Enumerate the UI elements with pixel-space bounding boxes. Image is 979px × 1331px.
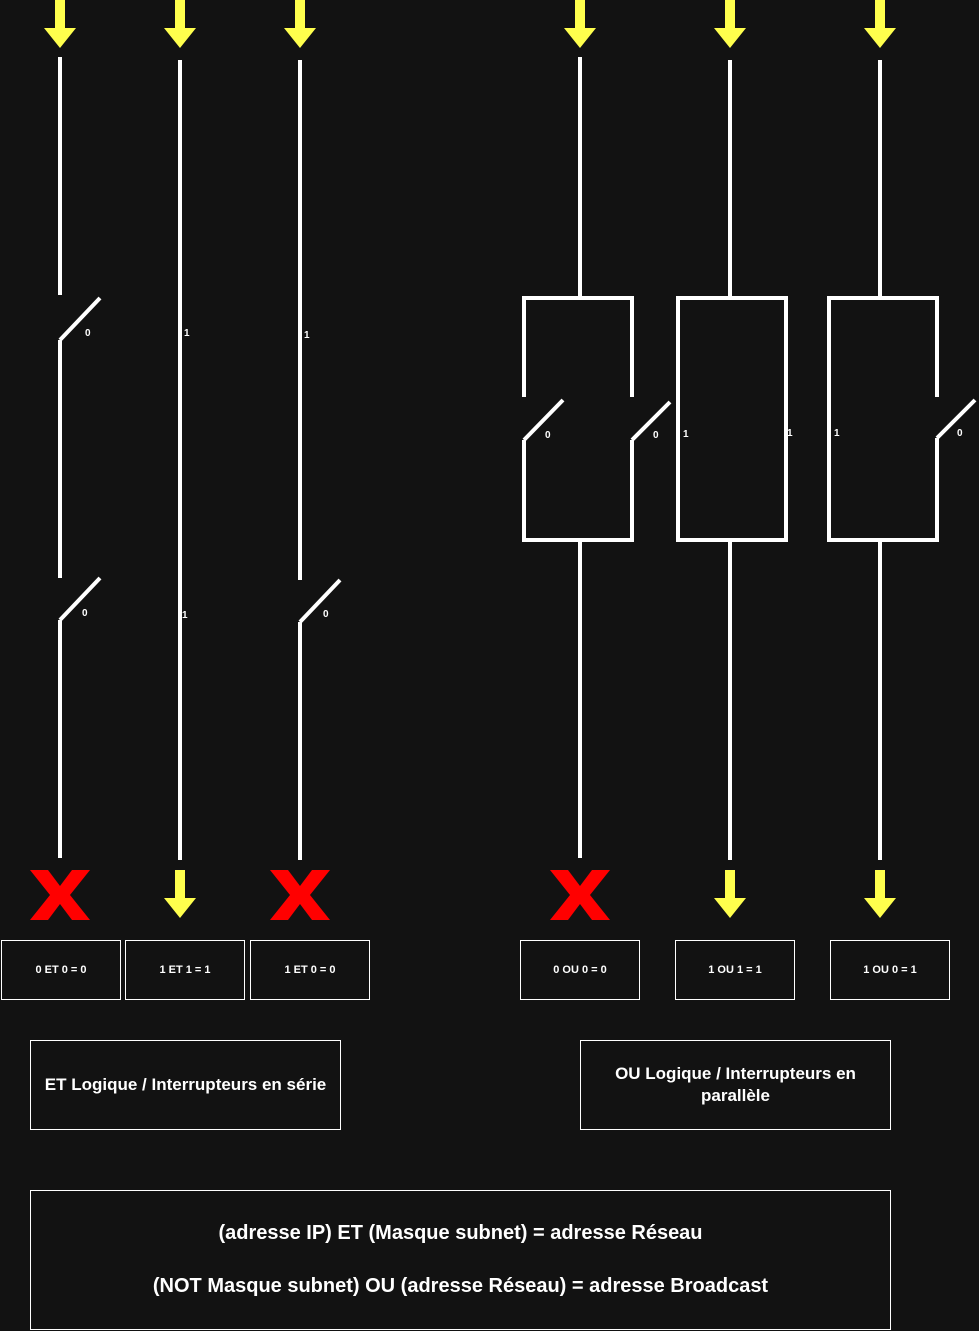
result-box: 1 OU 1 = 1 [675,940,795,1000]
broadcast-formula: (NOT Masque subnet) OU (adresse Réseau) … [152,1275,769,1297]
network-formula: (adresse IP) ET (Masque subnet) = adress… [218,1222,703,1244]
switch-state: 0 [545,430,551,441]
switch-state: 0 [323,609,329,620]
series-circuit-2: 1 1 [178,60,190,860]
switch-state: 1 [787,428,793,439]
input-arrow-icon [284,0,316,48]
result-box: 1 ET 1 = 1 [125,940,245,1000]
input-arrow-icon [44,0,76,48]
output-arrow-icon [164,870,196,918]
switch-state: 0 [82,608,88,619]
input-arrow-icon [164,0,196,48]
formula-box: (adresse IP) ET (Masque subnet) = adress… [30,1190,891,1330]
series-caption: ET Logique / Interrupteurs en série [30,1040,341,1130]
result-box: 0 ET 0 = 0 [1,940,121,1000]
switch-state: 0 [957,428,963,439]
result-box: 1 ET 0 = 0 [250,940,370,1000]
switch-state: 1 [304,330,310,341]
input-arrow-icon [564,0,596,48]
switch-state: 0 [653,430,659,441]
switch-state: 1 [184,328,190,339]
series-circuit-1: 0 0 [58,57,102,858]
parallel-circuit-3: 1 0 [827,60,977,860]
switch-state: 0 [85,328,91,339]
parallel-caption: OU Logique / Interrupteurs en parallèle [580,1040,891,1130]
output-arrow-icon [864,870,896,918]
switch-state: 1 [683,429,689,440]
parallel-circuit-1: 0 0 [522,57,672,858]
result-box: 0 OU 0 = 0 [520,940,640,1000]
switch-state: 1 [182,610,188,621]
output-arrow-icon [714,870,746,918]
switch-state: 1 [834,428,840,439]
blocked-x-icon [270,870,330,920]
blocked-x-icon [30,870,90,920]
input-arrow-icon [714,0,746,48]
parallel-circuit-2: 1 1 [676,60,793,860]
input-arrow-icon [864,0,896,48]
blocked-x-icon [550,870,610,920]
series-circuit-3: 1 0 [298,60,342,860]
result-box: 1 OU 0 = 1 [830,940,950,1000]
